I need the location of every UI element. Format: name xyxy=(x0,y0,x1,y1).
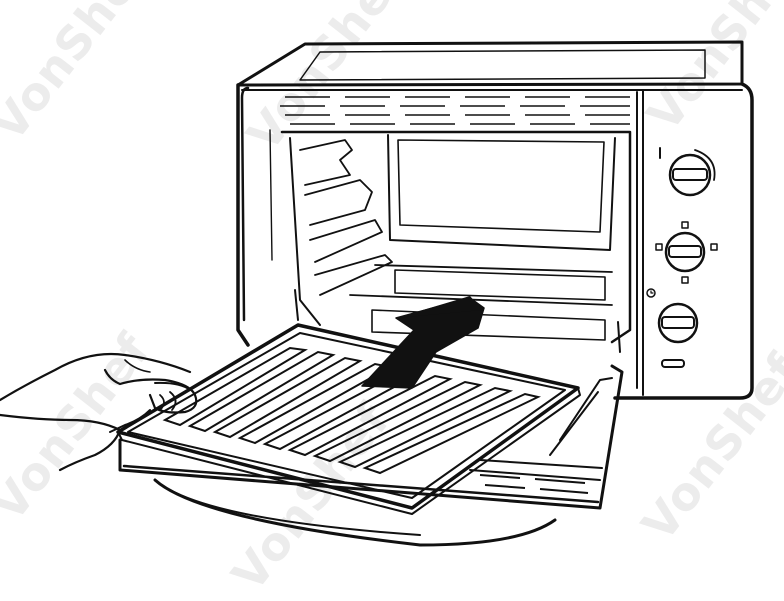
door-vents xyxy=(479,474,589,494)
baking-tray xyxy=(116,323,581,515)
top-vents xyxy=(280,96,630,125)
control-panel xyxy=(646,147,718,368)
tray-ridges xyxy=(162,346,542,475)
function-knob xyxy=(655,221,718,284)
indicator-light xyxy=(661,359,685,368)
hand xyxy=(0,352,198,472)
oven-body xyxy=(236,40,754,400)
line-drawing xyxy=(0,40,754,547)
timer-knob xyxy=(646,288,699,344)
oven-door xyxy=(118,289,624,547)
insert-arrow-icon xyxy=(361,296,485,389)
temperature-knob xyxy=(659,147,716,197)
oven-cavity xyxy=(280,130,632,344)
